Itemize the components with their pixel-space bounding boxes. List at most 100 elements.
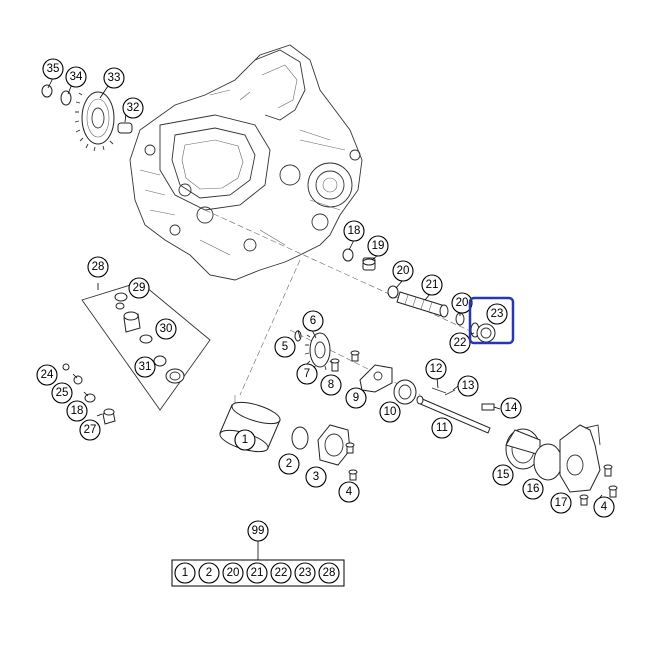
kit-item-label: 2 [206, 567, 212, 579]
callout-30[interactable]: 30 [155, 318, 177, 340]
callout-24[interactable]: 24 [36, 364, 58, 386]
callout-3[interactable]: 3 [305, 466, 327, 488]
callout-27[interactable]: 27 [79, 419, 101, 441]
svg-text:6: 6 [310, 315, 316, 327]
gear-7 [304, 332, 334, 371]
washer-18-right [342, 248, 354, 262]
callout-15[interactable]: 15 [492, 464, 514, 486]
callout-25[interactable]: 25 [51, 382, 73, 404]
callout-12[interactable]: 12 [425, 358, 447, 380]
kit-item-28[interactable]: 28 [318, 562, 340, 584]
pump-cover-17 [559, 424, 601, 493]
callout-23[interactable]: 23 [486, 303, 508, 325]
kit-item-20[interactable]: 20 [222, 562, 244, 584]
kit-item-23[interactable]: 23 [294, 562, 316, 584]
plug-23 [476, 323, 496, 343]
callout-16[interactable]: 16 [522, 478, 544, 500]
svg-text:4: 4 [601, 501, 608, 513]
rotor-housing-15 [505, 428, 541, 470]
svg-text:22: 22 [454, 337, 467, 349]
svg-text:2: 2 [286, 458, 292, 470]
washer-5 [294, 330, 302, 342]
svg-text:20: 20 [456, 297, 469, 309]
pin-12 [431, 387, 447, 394]
o-ring-20-left [387, 285, 399, 299]
screw-19 [362, 257, 376, 271]
callout-17[interactable]: 17 [550, 492, 572, 514]
svg-text:34: 34 [70, 71, 83, 83]
dowel-14 [481, 403, 495, 411]
svg-text:99: 99 [252, 525, 265, 537]
svg-text:27: 27 [84, 424, 97, 436]
callout-13[interactable]: 13 [457, 375, 479, 397]
kit-item-1[interactable]: 1 [174, 562, 196, 584]
kit-item-label: 23 [299, 567, 312, 579]
kit-item-21[interactable]: 21 [246, 562, 268, 584]
svg-text:29: 29 [133, 282, 146, 294]
callout-14[interactable]: 14 [500, 397, 522, 419]
shaft-11 [416, 395, 491, 434]
callout-2[interactable]: 2 [278, 453, 300, 475]
group-28-frame [81, 281, 211, 411]
oil-pump-drive-gear-33 [74, 91, 115, 152]
spacer-34 [60, 90, 72, 106]
callout-6[interactable]: 6 [302, 310, 324, 332]
svg-text:3: 3 [313, 471, 319, 483]
svg-text:9: 9 [353, 392, 359, 404]
callout-4-center[interactable]: 4 [338, 481, 360, 503]
snap-ring-35 [41, 84, 53, 98]
kit-item-label: 22 [275, 567, 288, 579]
callout-9[interactable]: 9 [345, 387, 367, 409]
svg-text:4: 4 [346, 486, 353, 498]
screw-8 [330, 358, 340, 372]
callout-18-top[interactable]: 18 [343, 220, 365, 242]
screws-4-center [345, 442, 358, 481]
svg-text:31: 31 [139, 361, 152, 373]
svg-text:18: 18 [71, 405, 84, 417]
callout-7[interactable]: 7 [296, 363, 318, 385]
svg-text:17: 17 [555, 497, 568, 509]
kit-item-2[interactable]: 2 [198, 562, 220, 584]
callout-34[interactable]: 34 [65, 66, 87, 88]
callout-29[interactable]: 29 [128, 277, 150, 299]
callout-32[interactable]: 32 [122, 97, 144, 119]
callout-21[interactable]: 21 [421, 274, 443, 296]
callout-35[interactable]: 35 [42, 58, 64, 80]
callout-28[interactable]: 28 [87, 256, 109, 278]
callout-18-left[interactable]: 18 [66, 400, 88, 422]
svg-text:13: 13 [462, 380, 475, 392]
callout-1[interactable]: 1 [234, 429, 256, 451]
callout-10[interactable]: 10 [379, 401, 401, 423]
kit-item-22[interactable]: 22 [270, 562, 292, 584]
svg-text:20: 20 [397, 265, 410, 277]
svg-text:28: 28 [92, 261, 105, 273]
svg-text:12: 12 [430, 363, 443, 375]
callout-33[interactable]: 33 [103, 67, 125, 89]
callout-5[interactable]: 5 [274, 336, 296, 358]
screws-4-right [579, 464, 618, 506]
svg-text:32: 32 [127, 102, 140, 114]
svg-text:7: 7 [304, 368, 310, 380]
oil-pump-rotor-10 [393, 379, 417, 405]
filter-cover-3 [317, 424, 351, 466]
callout-19[interactable]: 19 [367, 235, 389, 257]
svg-text:33: 33 [108, 72, 121, 84]
callout-8[interactable]: 8 [320, 374, 342, 396]
engine-crankcase-drawing [129, 44, 363, 281]
callout-11[interactable]: 11 [431, 417, 453, 439]
kit-item-label: 20 [227, 567, 240, 579]
svg-text:15: 15 [497, 469, 510, 481]
o-ring-16 [533, 443, 563, 481]
callout-20-upper[interactable]: 20 [392, 260, 414, 282]
svg-text:30: 30 [160, 323, 173, 335]
callout-99[interactable]: 99 [247, 520, 269, 542]
callout-4-right[interactable]: 4 [593, 496, 615, 518]
kit-item-label: 21 [251, 567, 264, 579]
needle-bearing-32 [117, 122, 133, 134]
highlight-frame-23 [468, 296, 515, 345]
callout-31[interactable]: 31 [134, 356, 156, 378]
svg-text:1: 1 [242, 434, 248, 446]
callout-20-lower[interactable]: 20 [451, 292, 473, 314]
callout-22[interactable]: 22 [449, 332, 471, 354]
